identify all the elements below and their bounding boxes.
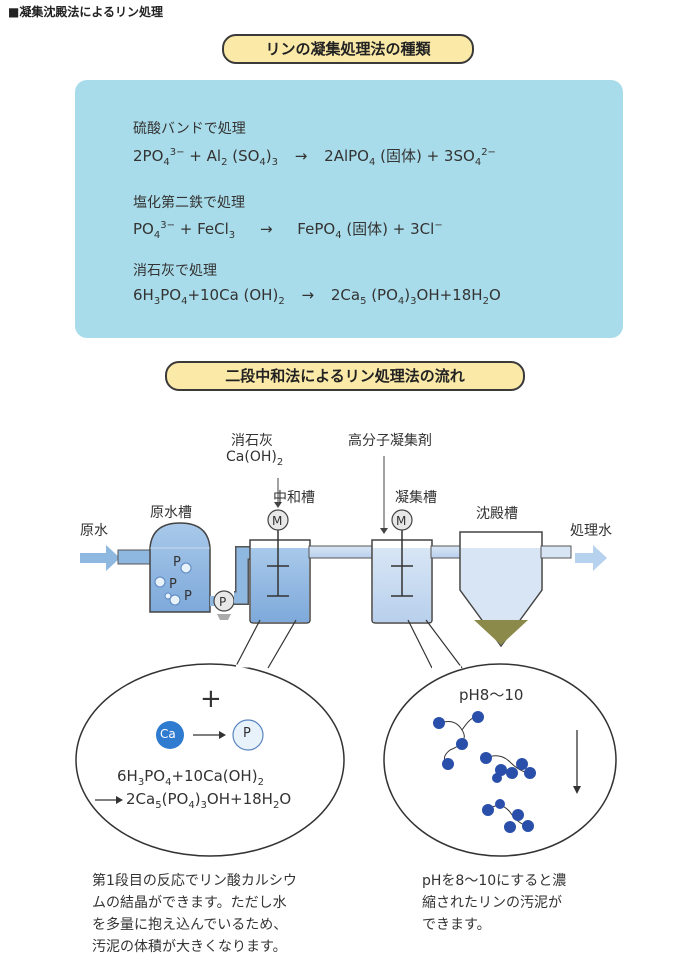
equation-ferric: PO43− + FeCl3 → FePO4 (固体) + 3Cl− xyxy=(133,220,443,241)
label-raw-water: 原水 xyxy=(80,523,108,539)
svg-text:M: M xyxy=(396,514,406,528)
treated-water-arrow xyxy=(575,545,607,571)
page-header: ■凝集沈殿法によるリン処理 xyxy=(8,5,163,19)
motor-icon xyxy=(391,509,413,531)
bubble-left xyxy=(75,619,345,857)
bubble-left-equation-2: 2Ca5(PO4)3OH+18H2O xyxy=(126,790,292,811)
phosphorus-particle: P xyxy=(154,576,177,592)
calcium-ion xyxy=(156,721,184,749)
label-raw-tank: 原水槽 xyxy=(150,505,192,521)
phosphate-label: P xyxy=(243,726,251,741)
method-title-ferric: 塩化第二鉄で処理 xyxy=(133,195,245,211)
bubble-right xyxy=(383,619,617,857)
equation-alum: 2PO43− + Al2 (SO4)3 → 2AlPO4 (固体) + 3SO4… xyxy=(133,147,496,168)
inlet-pipe xyxy=(117,549,154,565)
label-settle-tank: 沈殿槽 xyxy=(476,506,518,522)
settling-tank xyxy=(459,531,543,648)
label-coag-tank: 凝集槽 xyxy=(395,490,437,506)
svg-text:M: M xyxy=(272,514,282,528)
label-neutral-tank: 中和槽 xyxy=(273,490,315,506)
outlet-pipe xyxy=(540,545,572,559)
coagulation-tank: M xyxy=(371,456,433,624)
section-title-coagulation-types: リンの凝集処理法の種類 xyxy=(222,34,474,64)
raw-water-tank: P P P xyxy=(149,522,211,613)
phosphorus-particle: P xyxy=(164,589,192,606)
method-title-alum: 硫酸バンドで処理 xyxy=(133,121,246,137)
ph-range-label: pH8～10 xyxy=(459,686,524,704)
label-lime-formula: Ca(OH)2 xyxy=(226,449,284,468)
pump-label: P xyxy=(219,595,226,609)
calcium-label: Ca xyxy=(160,727,176,741)
method-title-lime: 消石灰で処理 xyxy=(133,263,217,279)
section-title-two-stage-flow: 二段中和法によるリン処理法の流れ xyxy=(165,361,525,391)
neutralization-tank: M xyxy=(249,478,311,624)
motor-icon xyxy=(267,509,289,531)
equation-panel: 硫酸バンドで処理 2PO43− + Al2 (SO4)3 → 2AlPO4 (固… xyxy=(75,80,623,338)
section-title-text: 二段中和法によるリン処理法の流れ xyxy=(225,367,465,385)
floc-particles xyxy=(433,711,536,833)
section-title-text: リンの凝集処理法の種類 xyxy=(265,40,431,58)
raw-water-arrow xyxy=(80,545,120,571)
bubble-left-equation-1: 6H3PO4+10Ca(OH)2 xyxy=(117,767,264,788)
svg-text:P: P xyxy=(169,577,177,592)
label-polymer: 高分子凝集剤 xyxy=(348,433,432,449)
pipe-neutral-to-coag xyxy=(308,545,374,559)
pipe-coag-to-settle xyxy=(430,545,462,559)
phosphate-ion xyxy=(232,719,264,751)
phosphorus-particle: P xyxy=(173,555,192,574)
label-lime: 消石灰 xyxy=(231,433,273,449)
pump: P xyxy=(210,590,235,620)
svg-text:P: P xyxy=(184,589,192,604)
label-treated-water: 処理水 xyxy=(570,523,612,539)
equation-lime: 6H3PO4+10Ca (OH)2 → 2Ca5 (PO4)3OH+18H2O xyxy=(133,286,501,307)
note-right: pHを8～10にすると濃 縮されたリンの汚泥が できます。 xyxy=(422,873,567,933)
plus-sign: + xyxy=(200,684,222,714)
note-left: 第1段目の反応でリン酸カルシウ ムの結晶ができます。ただし水 を多量に抱え込んで… xyxy=(92,873,297,955)
svg-text:P: P xyxy=(173,555,181,570)
